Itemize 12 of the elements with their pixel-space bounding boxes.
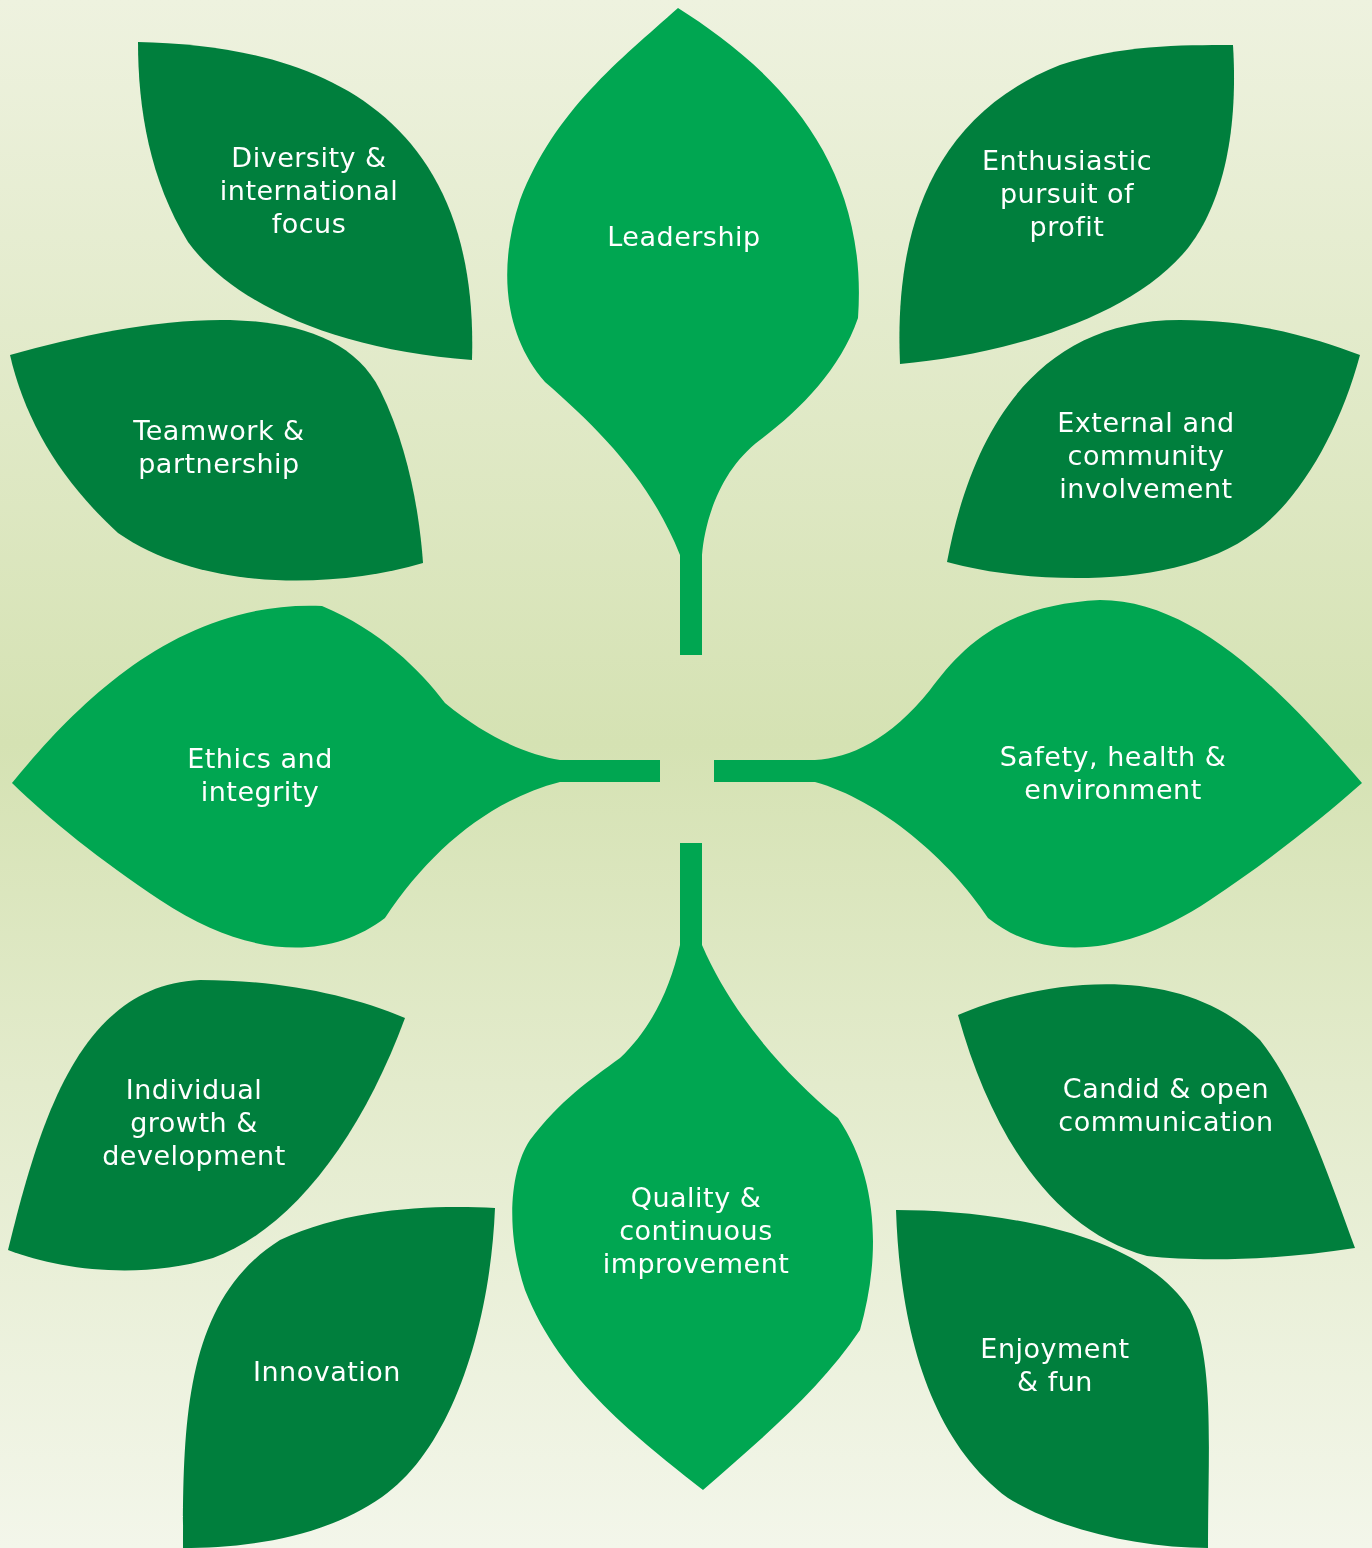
leaf-label: External and community involvement — [1056, 405, 1236, 505]
leaf-label: Diversity & international focus — [218, 140, 400, 240]
leaf-label: Individual growth & development — [101, 1072, 287, 1172]
leaf-label: Candid & open communication — [1057, 1072, 1275, 1138]
leaf-label: Quality & continuous improvement — [601, 1180, 791, 1280]
leaf-label: Ethics and integrity — [186, 742, 334, 808]
leaf-label: Leadership — [606, 219, 762, 253]
leaf-label: Enthusiastic pursuit of profit — [980, 143, 1154, 243]
leaf-label: Safety, health & environment — [998, 740, 1228, 806]
leaf-label: Teamwork & partnership — [132, 414, 306, 480]
leaf-label: Enjoyment & fun — [979, 1332, 1131, 1398]
leaf-label: Innovation — [252, 1354, 402, 1388]
